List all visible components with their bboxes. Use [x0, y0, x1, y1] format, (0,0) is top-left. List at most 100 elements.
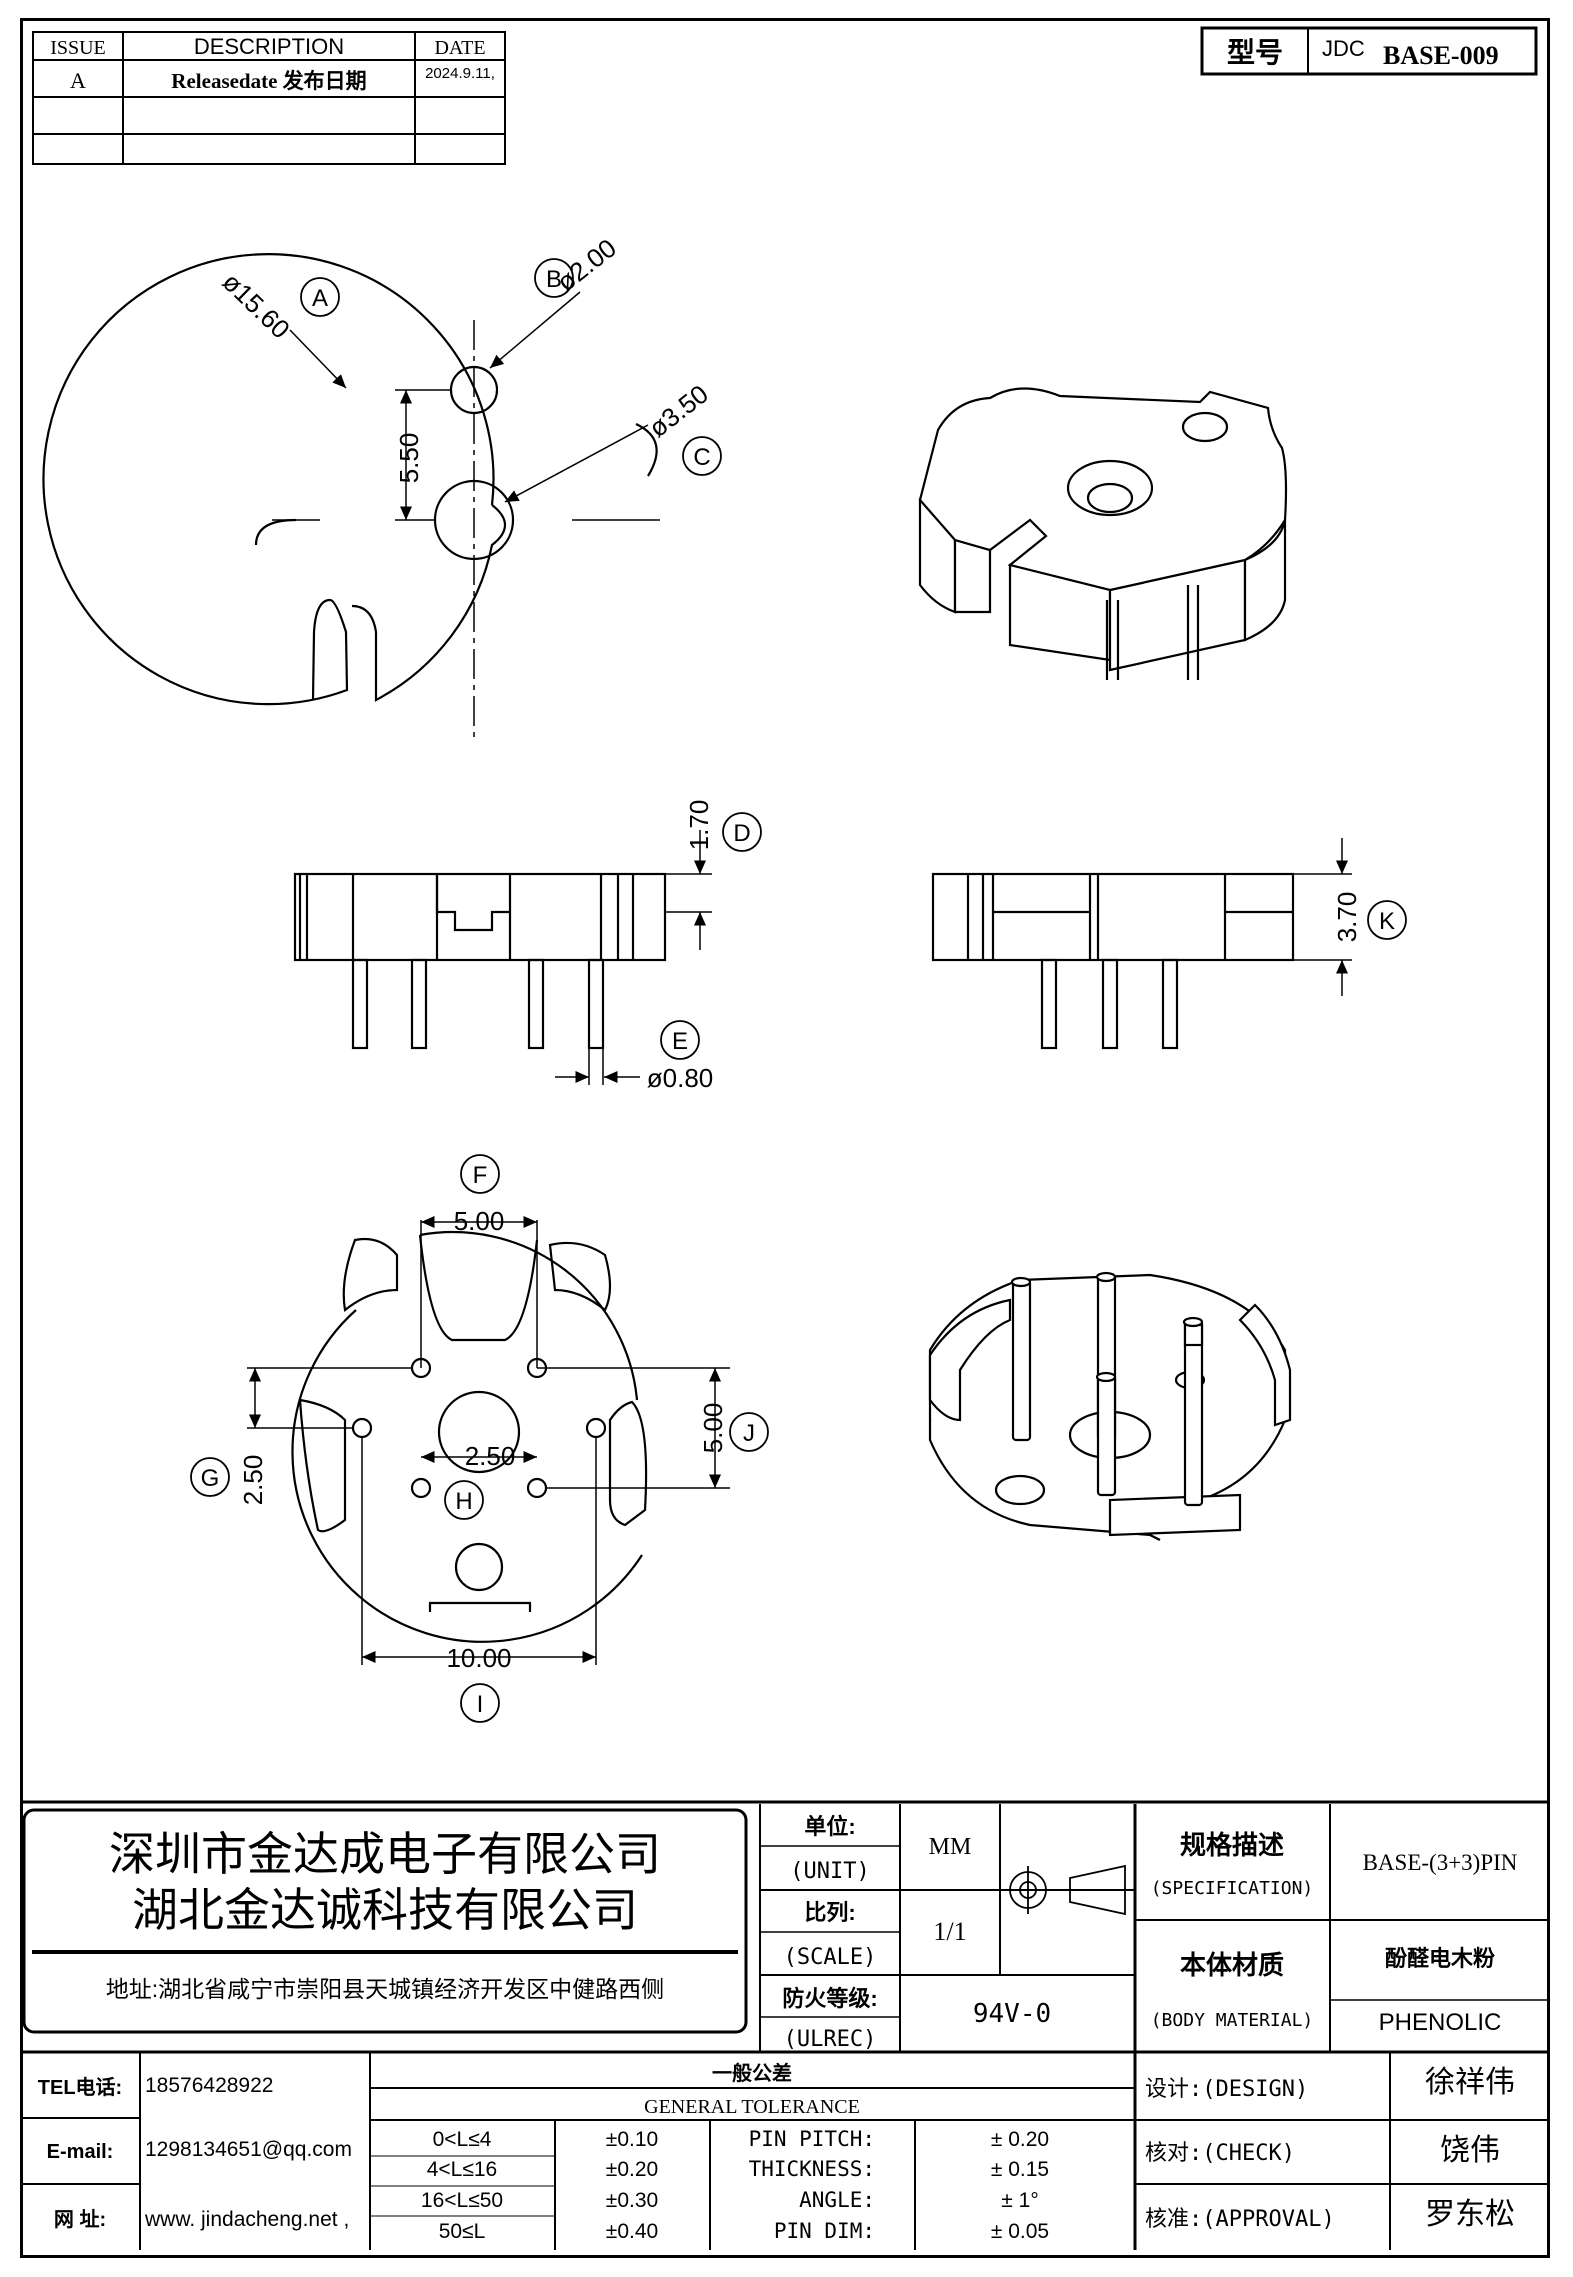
bottom-view-dims [247, 1216, 730, 1665]
company-address: 地址:湖北省咸宁市崇阳县天城镇经济开发区中健路西侧 [106, 1976, 664, 2002]
spec-en: (SPECIFICATION) [1151, 1878, 1314, 1899]
spec-cn: 规格描述 [1180, 1830, 1284, 1860]
tolerance-value-3: ±0.40 [606, 2220, 658, 2243]
rev-header-date: DATE [434, 37, 485, 59]
tolerance-value-0: ±0.10 [606, 2128, 658, 2151]
email-label: E-mail: [47, 2141, 114, 2163]
fire-en: (ULREC) [784, 2027, 877, 2052]
spec-angle: ANGLE: [799, 2188, 875, 2212]
dim-H: 2.50 [465, 1441, 516, 1471]
fire-cn: 防火等级: [782, 1986, 877, 2011]
technical-drawing: ø15.60 ø2.00 ø3.50 5.50 [42, 233, 1407, 1723]
material-en: (BODY MATERIAL) [1151, 2010, 1314, 2031]
tolerance-value-2: ±0.30 [606, 2189, 658, 2212]
spec-pin-pitch: PIN PITCH: [749, 2127, 875, 2151]
iso-top-view [918, 387, 1288, 680]
svg-text:H: H [455, 1488, 472, 1515]
svg-text:E: E [672, 1028, 688, 1055]
dim-J: 5.00 [698, 1403, 728, 1454]
revision-table: ISSUE DESCRIPTION DATE A Releasedate 发布日… [32, 31, 506, 165]
callout-B: B [534, 258, 574, 298]
email-value: 1298134651@qq.com [145, 2138, 352, 2161]
scale-cn: 比列: [804, 1900, 855, 1925]
drawing-frame [20, 18, 1550, 2258]
company-name-2: 湖北金达诚科技有限公司 [132, 1884, 638, 1936]
bottom-view [291, 1230, 648, 1643]
svg-text:K: K [1379, 908, 1395, 935]
spec-value: BASE-(3+3)PIN [1363, 1850, 1518, 1875]
spec-thickness-value: ± 0.15 [991, 2158, 1049, 2181]
unit-cn: 单位: [804, 1814, 855, 1839]
svg-text:D: D [733, 820, 750, 847]
svg-text:J: J [743, 1420, 755, 1447]
dim-A: ø15.60 [217, 267, 296, 345]
title-block: 深圳市金达成电子有限公司 湖北金达诚科技有限公司 地址:湖北省咸宁市崇阳县天城镇… [20, 1800, 1550, 2250]
material-value-cn: 酚醛电木粉 [1385, 1946, 1495, 1971]
callout-C: C [682, 436, 722, 476]
tolerance-range-2: 16<L≤50 [421, 2189, 503, 2212]
top-view-dims [272, 291, 660, 740]
callout-H: H [444, 1480, 484, 1520]
callout-G: G [190, 1457, 230, 1497]
callout-E: E [660, 1020, 700, 1060]
tolerance-range-3: 50≤L [439, 2220, 486, 2243]
design-label: 设计:(DESIGN) [1145, 2077, 1308, 2102]
callout-J: J [729, 1412, 769, 1452]
web-value: www. jindacheng.net , [144, 2208, 349, 2231]
callout-F: F [460, 1154, 500, 1194]
spec-thickness: THICKNESS: [749, 2157, 875, 2181]
dim-I: 10.00 [446, 1643, 511, 1673]
rev-header-issue: ISSUE [50, 37, 106, 59]
svg-text:G: G [201, 1465, 220, 1492]
dim-F: 5.00 [454, 1206, 505, 1236]
approval-name: 罗东松 [1425, 2198, 1515, 2231]
dim-E: ø0.80 [647, 1063, 714, 1093]
material-cn: 本体材质 [1180, 1950, 1284, 1980]
model-prefix: JDC [1322, 36, 1365, 61]
rev-header-description: DESCRIPTION [194, 34, 344, 59]
top-view [42, 253, 658, 706]
callout-I: I [460, 1683, 500, 1723]
spec-pin-dim: PIN DIM: [774, 2219, 875, 2243]
material-value-en: PHENOLIC [1379, 2009, 1502, 2036]
web-label: 网 址: [54, 2208, 106, 2231]
rev-row-date: 2024.9.11, [425, 65, 495, 82]
svg-text:F: F [473, 1162, 488, 1189]
rev-row-description: Releasedate 发布日期 [171, 69, 366, 93]
dim-G: 2.50 [238, 1455, 268, 1506]
svg-text:A: A [312, 285, 328, 312]
spec-angle-value: ± 1° [1001, 2189, 1038, 2212]
projection-symbol [1004, 1864, 1132, 1916]
model-value: BASE-009 [1383, 41, 1499, 70]
dim-D: 1.70 [684, 800, 714, 851]
callout-D: D [722, 812, 762, 852]
svg-text:B: B [546, 266, 562, 293]
unit-value: MM [929, 1834, 972, 1860]
fire-value: 94V-0 [973, 1999, 1051, 2029]
tel-value: 18576428922 [145, 2074, 273, 2097]
tolerance-range-1: 4<L≤16 [427, 2158, 498, 2181]
dim-top-height: 5.50 [394, 433, 424, 484]
svg-text:I: I [477, 1691, 484, 1718]
tolerance-title-cn: 一般公差 [712, 2061, 792, 2085]
approval-label: 核准:(APPROVAL) [1145, 2207, 1335, 2232]
tel-label: TEL电话: [38, 2076, 122, 2099]
tolerance-value-1: ±0.20 [606, 2158, 658, 2181]
design-name: 徐祥伟 [1425, 2066, 1515, 2099]
spec-pin-pitch-value: ± 0.20 [991, 2128, 1049, 2151]
model-box: 型号 JDC BASE-009 [1200, 26, 1538, 76]
spec-pin-dim-value: ± 0.05 [991, 2220, 1049, 2243]
scale-value: 1/1 [933, 1917, 966, 1946]
tolerance-title-en: GENERAL TOLERANCE [644, 2096, 860, 2118]
check-label: 核对:(CHECK) [1145, 2141, 1295, 2166]
tolerance-range-0: 0<L≤4 [433, 2128, 492, 2151]
unit-en: (UNIT) [790, 1859, 869, 1884]
callout-A: A [300, 277, 340, 317]
svg-text:C: C [693, 444, 710, 471]
company-name-1: 深圳市金达成电子有限公司 [109, 1828, 661, 1880]
check-name: 饶伟 [1440, 2134, 1500, 2167]
side-view-profile [931, 872, 1295, 1050]
callout-K: K [1367, 900, 1407, 940]
model-label: 型号 [1227, 37, 1283, 68]
side-view-front [293, 872, 667, 1050]
